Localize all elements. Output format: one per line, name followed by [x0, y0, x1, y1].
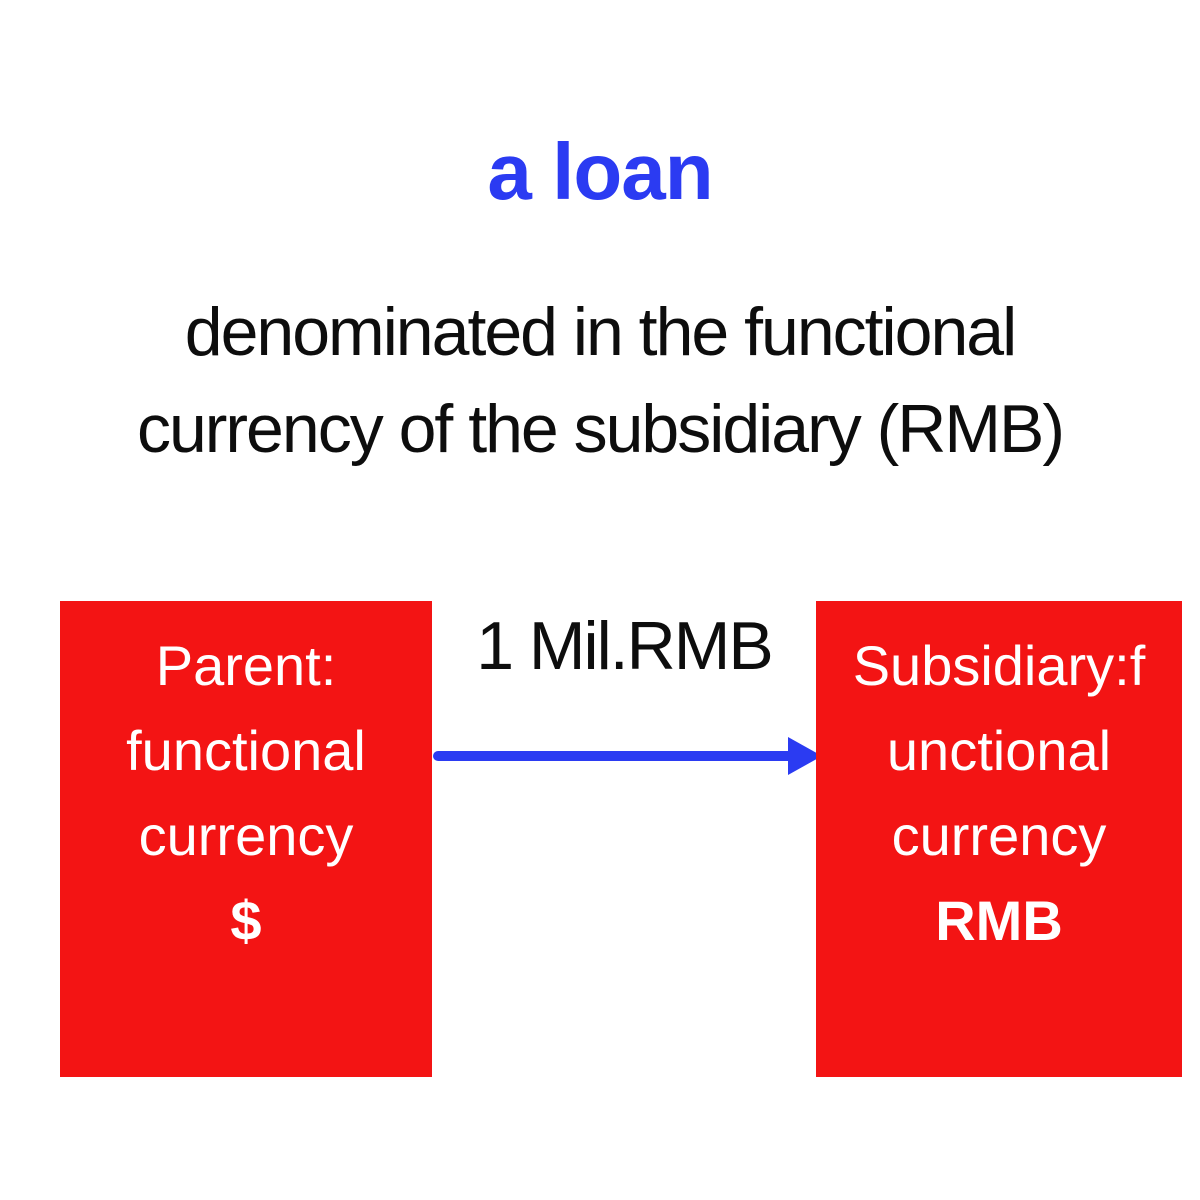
- diagram-title: a loan: [487, 127, 713, 216]
- parent-node-label-line-1: Parent:: [155, 634, 337, 697]
- arrow-line: [433, 751, 795, 761]
- diagram-subtitle: denominated in the functional currency o…: [0, 284, 1200, 478]
- subtitle-line-2: currency of the subsidiary (RMB): [136, 391, 1065, 467]
- parent-node-label-line-2: functional: [126, 719, 366, 782]
- parent-node-label-line-3: currency: [138, 804, 354, 867]
- parent-currency-symbol: $: [230, 889, 262, 952]
- subsidiary-node-label-line-3: currency: [891, 804, 1107, 867]
- loan-amount-label: 1 Mil.RMB: [476, 608, 774, 684]
- subsidiary-node-label-line-1: Subsidiary:f: [852, 634, 1146, 697]
- subsidiary-node-label-line-2: unctional: [886, 719, 1112, 782]
- subsidiary-node: Subsidiary:f unctional currency RMB: [816, 601, 1182, 1077]
- subsidiary-currency-symbol: RMB: [935, 889, 1063, 952]
- subtitle-line-1: denominated in the functional: [184, 294, 1017, 370]
- parent-node: Parent: functional currency $: [60, 601, 432, 1077]
